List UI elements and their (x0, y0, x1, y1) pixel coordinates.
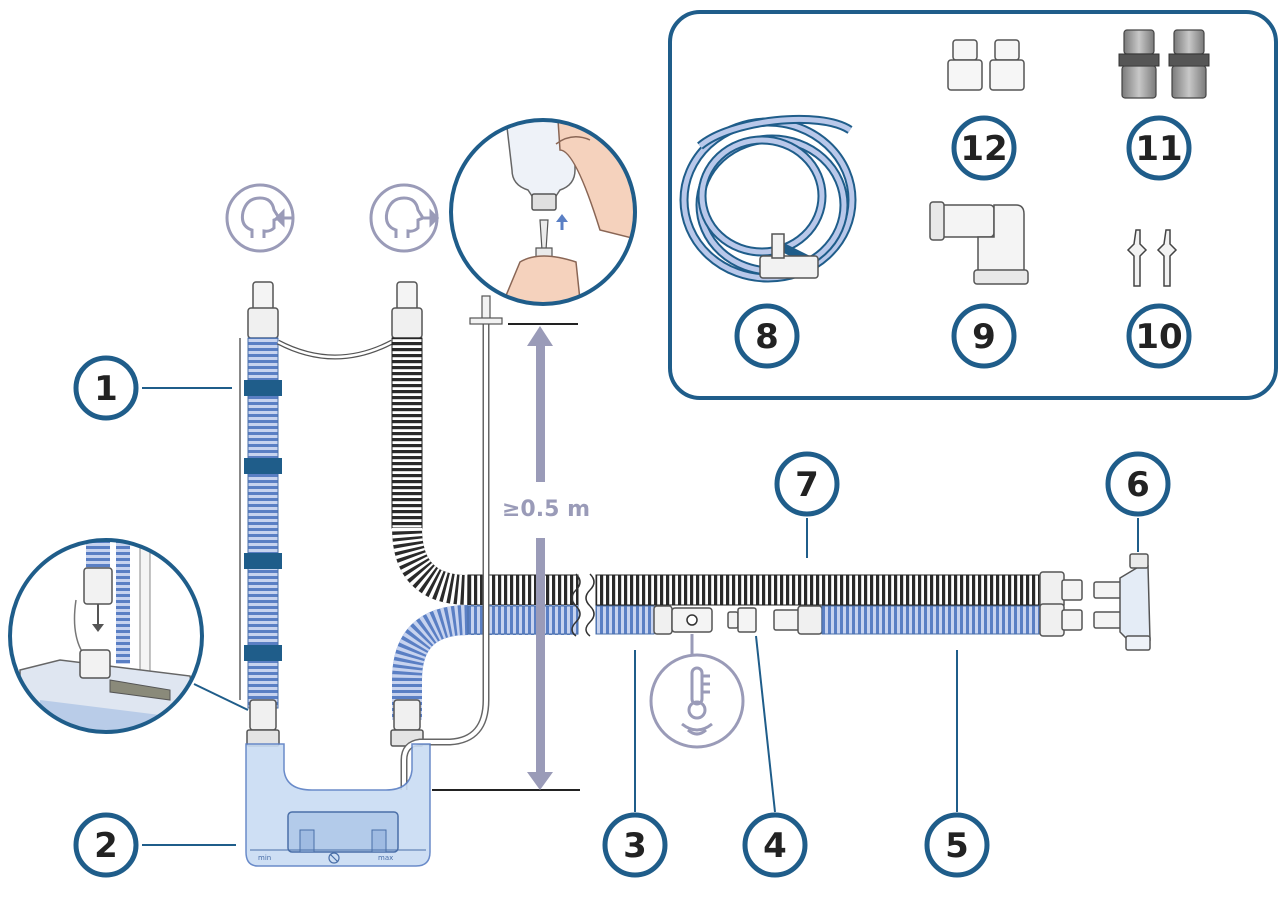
height-dimension: ≥0.5 m (432, 323, 590, 791)
callout-12-label: 12 (960, 129, 1007, 169)
pressure-line (400, 295, 503, 790)
callout-10-label: 10 (1135, 317, 1182, 357)
callout-12: 12 (951, 115, 1017, 181)
inspiratory-extension-tube (773, 603, 1083, 637)
callout-1: 1 (73, 355, 139, 421)
callout-9-label: 9 (972, 317, 996, 357)
callout-5-label: 5 (945, 826, 969, 866)
water-bottle-detail (449, 118, 637, 306)
patient-inhale-icon (225, 183, 295, 253)
expiratory-limb (391, 281, 579, 606)
callout-11-label: 11 (1135, 129, 1182, 169)
callout-7: 7 (774, 451, 840, 517)
y-piece (1093, 553, 1151, 651)
callout-3: 3 (602, 812, 668, 878)
chamber-connection-detail (8, 538, 249, 734)
white-adapters (947, 39, 1025, 91)
gray-adapters (1118, 29, 1210, 99)
height-dimension-label: ≥0.5 m (502, 497, 590, 522)
chamber-min-label: min (258, 854, 271, 862)
patient-exhale-icon (369, 183, 440, 253)
humidifier-chamber: min max (245, 743, 431, 867)
elbow-connector (929, 201, 1029, 285)
callout-3-label: 3 (623, 826, 647, 866)
callout-6: 6 (1105, 451, 1171, 517)
callout-4-label: 4 (763, 826, 787, 866)
temperature-sensor-icon (649, 653, 745, 749)
tube-break-marks (571, 573, 595, 637)
callout-9: 9 (951, 303, 1017, 369)
inspiratory-limb (239, 281, 282, 747)
callout-5: 5 (924, 812, 990, 878)
callout-8: 8 (734, 303, 800, 369)
expiratory-extension-tube (595, 571, 1083, 609)
callout-1-label: 1 (94, 369, 118, 409)
callout-4: 4 (742, 812, 808, 878)
temperature-probe-tube (595, 605, 713, 656)
accessories-panel (668, 10, 1278, 400)
callout-10: 10 (1126, 303, 1192, 369)
pressure-line-coil (679, 114, 857, 283)
small-tube-connector (727, 607, 757, 633)
callout-2-label: 2 (94, 826, 118, 866)
chamber-max-label: max (378, 854, 393, 862)
leader-lines (142, 387, 1139, 846)
callout-7-label: 7 (795, 465, 819, 505)
callout-2: 2 (73, 812, 139, 878)
callout-6-label: 6 (1126, 465, 1150, 505)
callout-11: 11 (1126, 115, 1192, 181)
callout-8-label: 8 (755, 317, 779, 357)
small-connectors (1126, 229, 1178, 287)
